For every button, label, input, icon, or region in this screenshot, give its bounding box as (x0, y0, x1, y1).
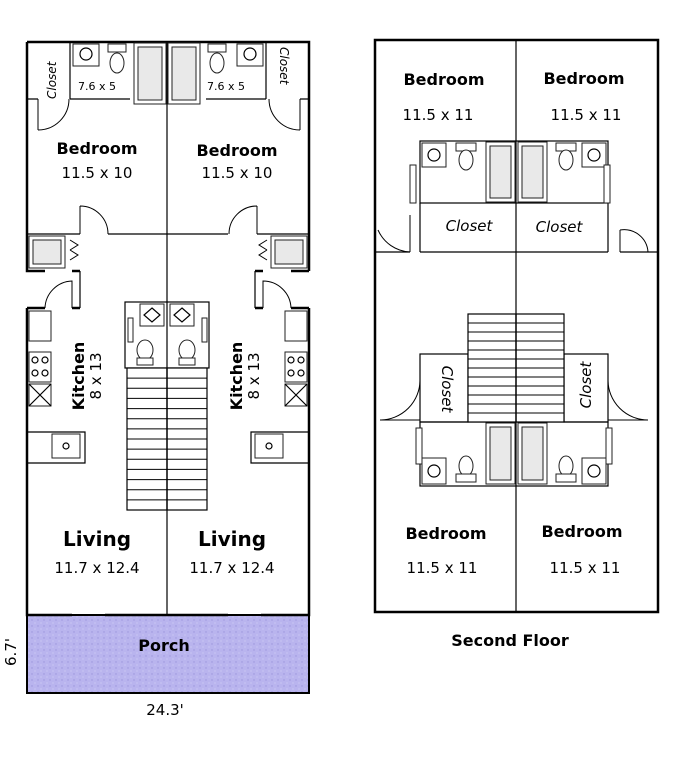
kitchen-sink-icon (51, 433, 81, 459)
first-floor (25, 40, 311, 694)
bath-size-right: 7.6 x 5 (207, 80, 245, 93)
half-bath-sink-icon (139, 303, 165, 327)
living-size-left: 11.7 x 12.4 (54, 559, 139, 577)
porch-label: Porch (138, 636, 189, 655)
bedroom-name-right: Bedroom (196, 141, 277, 160)
sf-closet-label-ml: Closet (438, 366, 456, 414)
upstairs-sink-icon-2 (581, 142, 607, 168)
upstairs-toilet-icon (458, 149, 474, 171)
sink-icon-2 (236, 43, 264, 67)
stove-icon (28, 351, 52, 383)
bedroom-size-right: 11.5 x 10 (202, 164, 273, 182)
closet-label-right: Closet (277, 47, 291, 86)
sf-bedroom-size-tl: 11.5 x 11 (403, 106, 474, 124)
sf-closet-label-tr: Closet (536, 218, 584, 236)
first-floor-stairs (126, 367, 208, 511)
toilet-icon (107, 43, 127, 53)
sf-bedroom-name-tr: Bedroom (543, 69, 624, 88)
upstairs-sink-icon (421, 142, 447, 168)
sf-bedroom-size-bl: 11.5 x 11 (407, 559, 478, 577)
living-name-right: Living (198, 527, 266, 551)
sf-closet-label-tl: Closet (446, 217, 494, 235)
width-dimension: 24.3' (146, 701, 184, 719)
stove-icon-2 (284, 351, 308, 383)
porch-dimension: 6.7' (2, 638, 20, 666)
sink-icon (72, 43, 100, 67)
toilet-icon-2 (207, 43, 227, 53)
kitchen-sink-icon-2 (254, 433, 284, 459)
kitchen-size-left: 8 x 13 (87, 352, 105, 399)
upstairs-toilet-icon-2 (558, 149, 574, 171)
sf-bedroom-name-bl: Bedroom (405, 524, 486, 543)
closet-label-left: Closet (45, 60, 59, 99)
sf-bedroom-size-br: 11.5 x 11 (550, 559, 621, 577)
upstairs-sink-icon-4 (581, 457, 607, 485)
kitchen-name-left: Kitchen (69, 342, 88, 411)
fridge-icon (28, 310, 52, 342)
kitchen-size-right: 8 x 13 (245, 352, 263, 399)
sf-closet-label-mr: Closet (577, 361, 595, 409)
bath-size-left: 7.6 x 5 (78, 80, 116, 93)
sf-bedroom-name-br: Bedroom (541, 522, 622, 541)
second-floor-title: Second Floor (451, 631, 569, 650)
kitchen-name-right: Kitchen (227, 342, 246, 411)
fridge-icon-2 (284, 310, 308, 342)
half-bath-sink-icon-2 (169, 303, 195, 327)
bedroom-size-left: 11.5 x 10 (62, 164, 133, 182)
living-name-left: Living (63, 527, 131, 551)
porch-area (26, 614, 310, 694)
half-bath-toilet-icon-2 (178, 339, 196, 361)
upstairs-sink-icon-3 (421, 457, 447, 485)
sf-bedroom-size-tr: 11.5 x 11 (551, 106, 622, 124)
sf-bedroom-name-tl: Bedroom (403, 70, 484, 89)
half-bath-toilet-icon (136, 339, 154, 361)
upstairs-toilet-icon-3 (458, 455, 474, 477)
bedroom-name-left: Bedroom (56, 139, 137, 158)
second-floor (373, 38, 660, 614)
upstairs-toilet-icon-4 (558, 455, 574, 477)
second-floor-stairs (467, 313, 565, 423)
living-size-right: 11.7 x 12.4 (189, 559, 274, 577)
